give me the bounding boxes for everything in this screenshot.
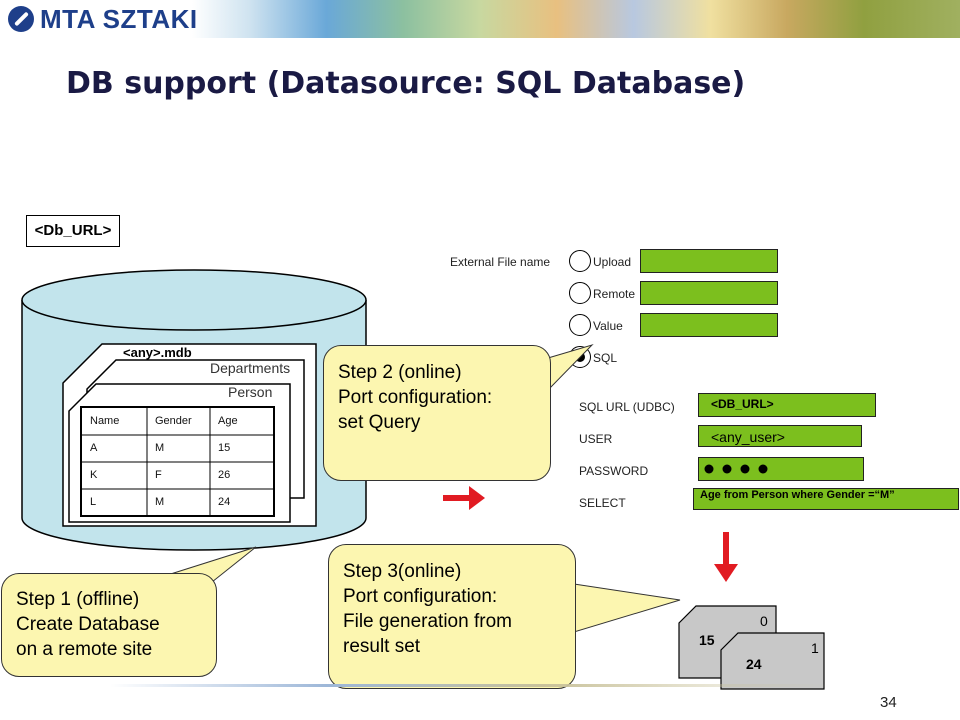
sql-url-label: SQL URL (UDBC): [579, 400, 675, 414]
sql-url-field[interactable]: <DB_URL>: [698, 393, 876, 417]
result-file-1-index: 1: [811, 640, 819, 656]
radio-remote[interactable]: [569, 282, 591, 304]
option-value-label: Value: [593, 319, 623, 333]
step1-line: Create Database: [16, 614, 160, 635]
password-dots-icon: [704, 464, 768, 474]
step1-line: on a remote site: [16, 639, 153, 660]
table-cell: 26: [218, 469, 231, 481]
step2-callout: Step 2 (online) Port configuration: set …: [323, 345, 551, 481]
step2-line: set Query: [338, 412, 421, 433]
table-cell: L: [90, 496, 97, 508]
table-grid-lines: [82, 408, 273, 515]
logo-text: MTA SZTAKI: [40, 4, 198, 34]
step2-line: Port configuration:: [338, 387, 493, 408]
option-upload-label: Upload: [593, 255, 632, 269]
radio-upload[interactable]: [569, 250, 591, 272]
password-field[interactable]: [698, 457, 864, 481]
person-table: Name Gender Age A M 15 K F 26 L M 24: [80, 406, 275, 517]
down-arrow-icon: [714, 532, 738, 582]
table-cell: 24: [218, 496, 231, 508]
table-cell: A: [90, 442, 98, 454]
table-cell: M: [155, 442, 165, 454]
password-label: PASSWORD: [579, 464, 649, 478]
table-cell: 15: [218, 442, 231, 454]
header-banner: [0, 0, 960, 38]
slide-title: DB support (Datasource: SQL Database): [66, 66, 746, 101]
step3-line: Step 3(online): [343, 561, 462, 582]
select-query-field[interactable]: Age from Person where Gender =“M”: [693, 488, 959, 510]
step2-line: Step 2 (online): [338, 362, 462, 383]
table-cell: M: [155, 496, 165, 508]
external-file-name-label: External File name: [450, 255, 551, 269]
remote-field[interactable]: [640, 281, 778, 305]
select-label: SELECT: [579, 496, 626, 510]
result-file-0-value: 15: [699, 632, 715, 648]
value-field[interactable]: [640, 313, 778, 337]
table-cell: K: [90, 469, 98, 481]
result-file-0-index: 0: [760, 613, 768, 629]
option-sql-label: SQL: [593, 351, 618, 365]
step1-callout: Step 1 (offline) Create Database on a re…: [1, 573, 217, 677]
departments-tab-label: Departments: [210, 360, 291, 376]
mdb-file-label: <any>.mdb: [123, 345, 192, 360]
right-arrow-icon: [443, 486, 485, 510]
result-file-1-value: 24: [746, 656, 762, 672]
page-number: 34: [880, 694, 897, 711]
step1-line: Step 1 (offline): [16, 589, 140, 610]
step3-callout: Step 3(online) Port configuration: File …: [328, 544, 576, 689]
user-label: USER: [579, 432, 613, 446]
footer-line: [110, 684, 830, 687]
radio-value[interactable]: [569, 314, 591, 336]
upload-field[interactable]: [640, 249, 778, 273]
option-remote-label: Remote: [593, 287, 636, 301]
user-field[interactable]: <any_user>: [698, 425, 862, 447]
table-cell: F: [155, 469, 162, 481]
step3-line: result set: [343, 636, 421, 657]
db-url-box: <Db_URL>: [26, 215, 120, 247]
person-tab-label: Person: [228, 384, 273, 400]
result-file-1: [720, 632, 825, 690]
step3-line: File generation from: [343, 611, 512, 632]
table-header-name: Name: [90, 415, 120, 427]
table-header-gender: Gender: [155, 415, 192, 427]
step3-line: Port configuration:: [343, 586, 498, 607]
sztaki-logo-icon: [8, 6, 34, 32]
table-header-age: Age: [218, 415, 238, 427]
